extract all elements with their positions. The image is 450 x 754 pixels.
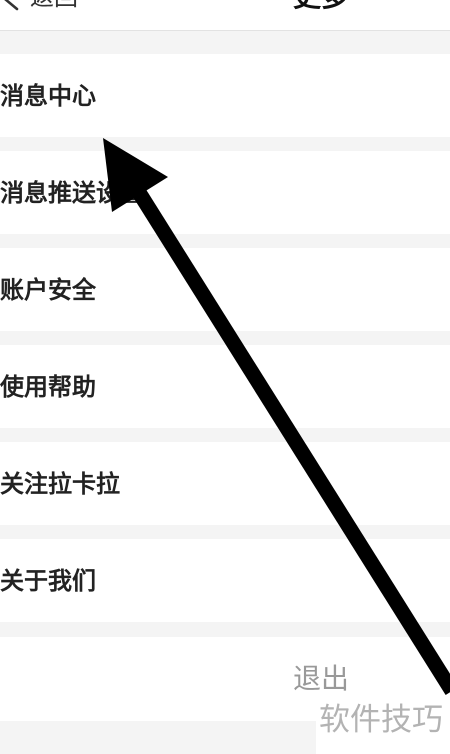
menu-item-push-settings[interactable]: 消息推送设置 [0,151,450,234]
menu-item-help[interactable]: 使用帮助 [0,345,450,428]
page-title: 更多 [192,0,450,11]
watermark: 软件技巧 [316,697,450,754]
menu-item-follow-lakala[interactable]: 关注拉卡拉 [0,442,450,525]
nav-bar: 返回 更多 [0,0,450,31]
back-button[interactable]: 返回 [0,0,90,30]
settings-menu: 消息中心 消息推送设置 账户安全 使用帮助 关注拉卡拉 关于我们 [0,54,450,636]
menu-item-account-security[interactable]: 账户安全 [0,248,450,331]
watermark-text: 软件技巧 [319,702,443,738]
menu-item-label: 账户安全 [0,275,96,304]
chevron-left-icon [4,0,19,11]
menu-item-label: 使用帮助 [0,372,96,401]
menu-item-label: 关于我们 [0,566,96,595]
menu-item-label: 消息中心 [0,81,96,110]
menu-item-label: 关注拉卡拉 [0,469,120,498]
menu-item-label: 消息推送设置 [0,178,144,207]
menu-item-about-us[interactable]: 关于我们 [0,539,450,622]
back-label: 返回 [30,0,78,9]
menu-item-message-center[interactable]: 消息中心 [0,54,450,137]
